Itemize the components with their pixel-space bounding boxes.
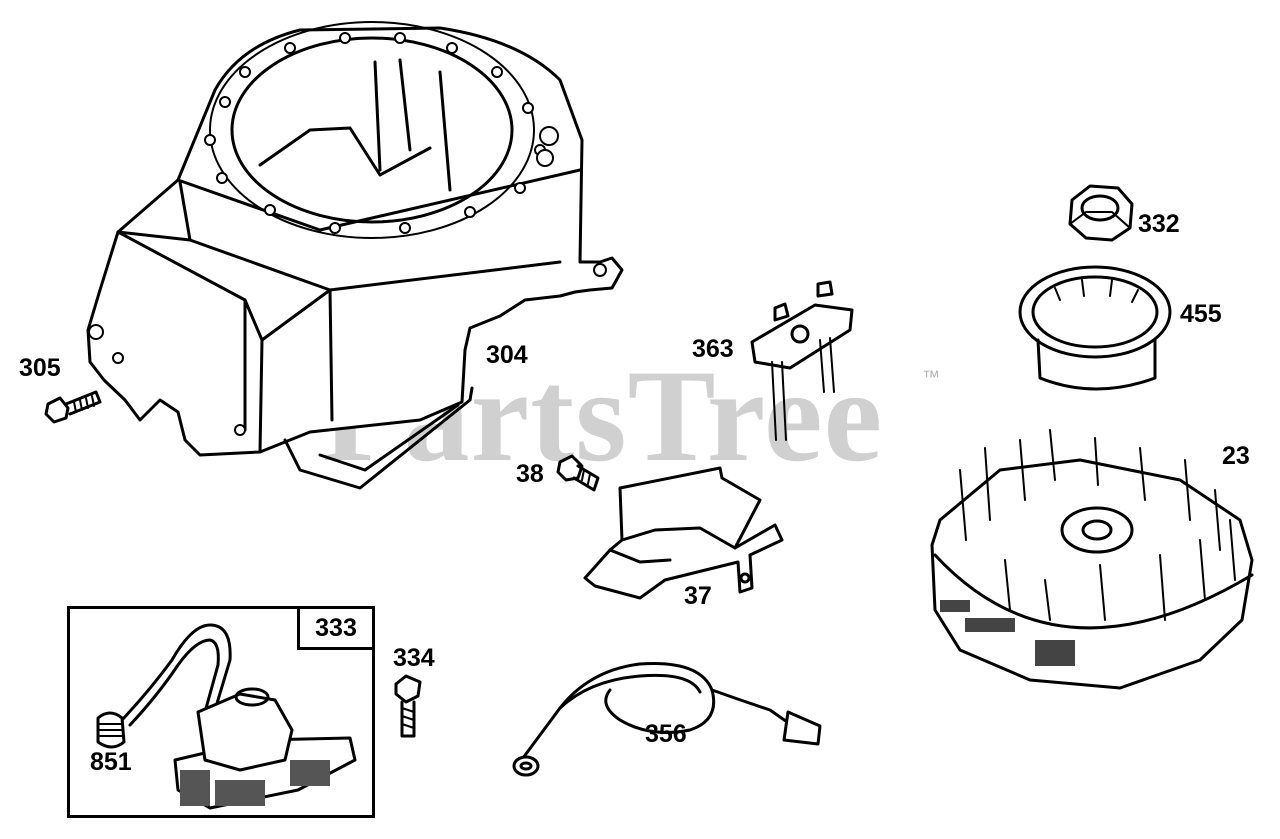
housing-screw-part <box>44 390 102 424</box>
armature-kit-box: 333 <box>67 606 375 818</box>
kit-callout-333[interactable]: 333 <box>297 606 375 650</box>
callout-455[interactable]: 455 <box>1180 300 1222 328</box>
terminal-bracket-part <box>750 280 854 441</box>
screw-38-part <box>556 454 600 492</box>
callout-37[interactable]: 37 <box>684 582 712 610</box>
callout-332[interactable]: 332 <box>1138 210 1180 238</box>
callout-38[interactable]: 38 <box>516 460 544 488</box>
callout-363[interactable]: 363 <box>692 335 734 363</box>
armature-part <box>120 623 357 810</box>
armature-screw-part <box>394 674 422 738</box>
spark-plug-cover-part <box>96 711 126 749</box>
callout-334[interactable]: 334 <box>393 644 435 672</box>
ground-wire-part <box>512 662 822 777</box>
callout-304[interactable]: 304 <box>486 341 528 369</box>
callout-356[interactable]: 356 <box>645 720 687 748</box>
callout-851[interactable]: 851 <box>90 748 132 776</box>
blower-housing-part <box>86 21 624 490</box>
callout-305[interactable]: 305 <box>19 354 61 382</box>
callout-23[interactable]: 23 <box>1222 442 1250 470</box>
clutch-cup-part <box>1018 265 1172 391</box>
watermark-trademark: ™ <box>922 367 940 387</box>
nut-part <box>1068 184 1134 242</box>
flywheel-part <box>930 429 1254 690</box>
air-guide-part <box>583 466 784 600</box>
